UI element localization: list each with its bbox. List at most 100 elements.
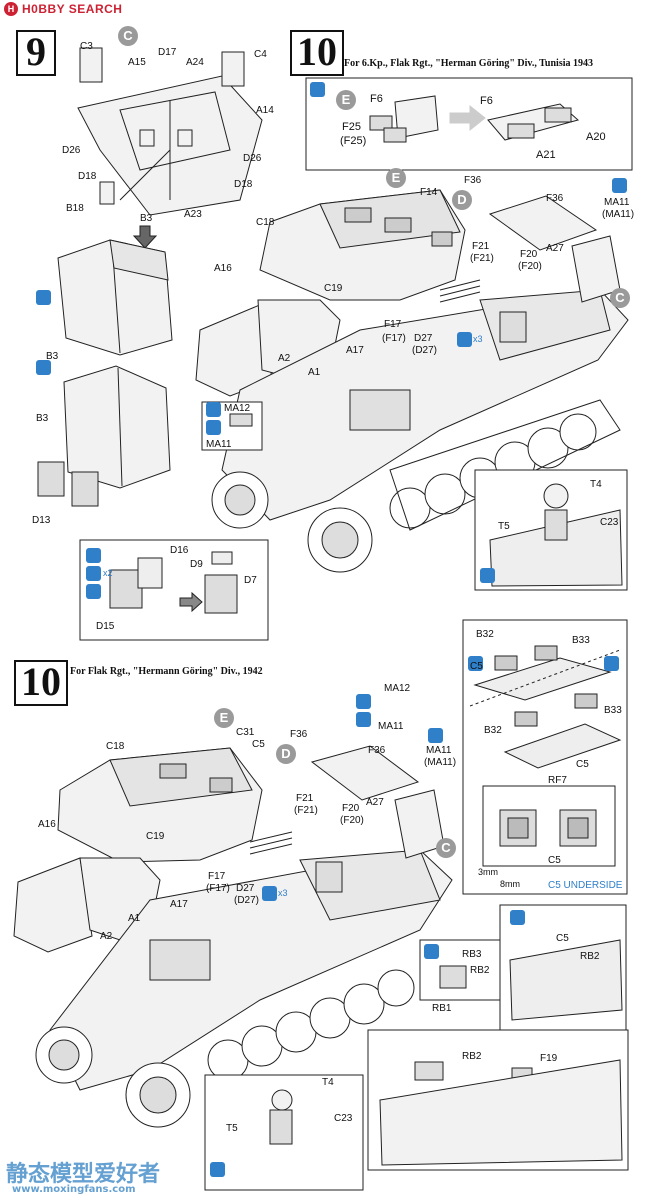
part-f6-a: F6 bbox=[370, 93, 383, 105]
part-c5-panel-c: C5 bbox=[548, 855, 561, 866]
part-c19-b: C19 bbox=[146, 831, 165, 842]
part-b32-b: B32 bbox=[484, 725, 502, 736]
glue-icon bbox=[36, 290, 51, 305]
count-x3-bot: x3 bbox=[278, 888, 288, 898]
count-x3-top: x3 bbox=[473, 334, 483, 344]
part-d18-b: D18 bbox=[234, 179, 253, 190]
logo-text: H0BBY SEARCH bbox=[22, 2, 123, 16]
repeat-icon-top bbox=[457, 332, 472, 347]
part-rb2-b: RB2 bbox=[580, 951, 600, 962]
part-a15: A15 bbox=[128, 57, 146, 68]
part-b3-a: B3 bbox=[140, 213, 153, 224]
part-f20-b-alt: (F20) bbox=[340, 815, 364, 826]
part-d15: D15 bbox=[96, 621, 115, 632]
part-f19: F19 bbox=[540, 1053, 558, 1064]
part-d16: D16 bbox=[170, 545, 189, 556]
step-10a-note: For 6.Kp., Flak Rgt., "Herman Göring" Di… bbox=[344, 58, 594, 69]
watermark-name: 静态模型爱好者 bbox=[6, 1162, 161, 1187]
part-ma11-b: MA11 bbox=[604, 197, 630, 208]
drill-icon-ma-bot bbox=[356, 712, 371, 727]
part-d17: D17 bbox=[158, 47, 177, 58]
part-a21: A21 bbox=[536, 149, 556, 161]
t4-inset-top bbox=[474, 469, 628, 591]
part-a23: A23 bbox=[184, 209, 202, 220]
part-a27: A27 bbox=[546, 243, 564, 254]
part-f17-b-alt: (F17) bbox=[206, 883, 230, 894]
part-a17-b: A17 bbox=[170, 899, 188, 910]
step9-hull-plates bbox=[77, 47, 263, 216]
drill-icon-top bbox=[612, 178, 627, 193]
shield-icon-2 bbox=[86, 584, 101, 599]
part-c5-rb: C5 bbox=[556, 933, 569, 944]
part-b3-b: B3 bbox=[46, 351, 59, 362]
part-d18-a: D18 bbox=[78, 171, 97, 182]
part-d27-b-alt: (D27) bbox=[234, 895, 260, 906]
count-x2: x2 bbox=[103, 568, 113, 578]
part-f21-alt: (F21) bbox=[470, 253, 494, 264]
part-tree-c-badge: C bbox=[118, 26, 138, 46]
part-tree-e-badge: E bbox=[386, 168, 406, 188]
part-ma11: MA11 bbox=[206, 439, 232, 450]
logo-icon: H bbox=[4, 2, 18, 16]
part-a20: A20 bbox=[586, 131, 606, 143]
part-c18-b: C18 bbox=[106, 741, 125, 752]
glue-icon-inset-e bbox=[310, 82, 325, 97]
part-tree-e-badge-inset: E bbox=[336, 90, 356, 110]
part-d26-a: D26 bbox=[62, 145, 81, 156]
drill-icon-bot bbox=[428, 728, 443, 743]
part-rb2-a: RB2 bbox=[470, 965, 490, 976]
step-10a-number: 10 bbox=[290, 30, 344, 76]
part-ma11-b-alt: (MA11) bbox=[602, 209, 635, 220]
part-a16-b: A16 bbox=[38, 819, 56, 830]
part-f14: F14 bbox=[420, 187, 438, 198]
part-b33-b: B33 bbox=[604, 705, 622, 716]
part-f36-a: F36 bbox=[464, 175, 482, 186]
shield-icon-c5-b bbox=[604, 656, 619, 671]
part-f20-alt: (F20) bbox=[518, 261, 542, 272]
c5-panel-box bbox=[462, 619, 628, 895]
part-t5-b: T5 bbox=[226, 1123, 238, 1134]
rb-insets bbox=[204, 904, 629, 1191]
part-a14: A14 bbox=[256, 105, 274, 116]
part-ma12-b: MA12 bbox=[384, 683, 411, 694]
part-d27-b: D27 bbox=[236, 883, 255, 894]
repeat-icon bbox=[86, 566, 101, 581]
part-ma12: MA12 bbox=[224, 403, 251, 414]
hull-bottom bbox=[13, 745, 453, 1091]
part-rb2-c: RB2 bbox=[462, 1051, 482, 1062]
part-t4-b: T4 bbox=[322, 1077, 334, 1088]
dim-8mm: 8mm bbox=[500, 879, 520, 889]
part-f21: F21 bbox=[472, 241, 490, 252]
part-a24: A24 bbox=[186, 57, 204, 68]
part-f36-c: F36 bbox=[290, 729, 308, 740]
step9-b3-plate-a bbox=[57, 239, 173, 356]
part-d13: D13 bbox=[32, 515, 51, 526]
part-rb3: RB3 bbox=[462, 949, 482, 960]
part-c18: C18 bbox=[256, 217, 275, 228]
part-f25-alt: (F25) bbox=[340, 135, 367, 147]
c5-underside-caption: C5 UNDERSIDE bbox=[548, 880, 623, 891]
glue-icon-t4-bot bbox=[210, 1162, 225, 1177]
hull-top bbox=[195, 189, 629, 521]
part-t5: T5 bbox=[498, 521, 510, 532]
part-c5-panel-b: C5 bbox=[576, 759, 589, 770]
part-c31: C31 bbox=[236, 727, 255, 738]
part-c23: C23 bbox=[600, 517, 619, 528]
part-c4: C4 bbox=[254, 49, 267, 60]
part-rf7: RF7 bbox=[548, 775, 567, 786]
part-f20: F20 bbox=[520, 249, 538, 260]
part-d27: D27 bbox=[414, 333, 433, 344]
part-f21-b-alt: (F21) bbox=[294, 805, 318, 816]
part-d9: D9 bbox=[190, 559, 203, 570]
part-ma11-d-alt: (MA11) bbox=[424, 757, 457, 768]
part-f17-alt: (F17) bbox=[382, 333, 406, 344]
part-f6-b: F6 bbox=[480, 95, 493, 107]
part-d7: D7 bbox=[244, 575, 257, 586]
part-rb1: RB1 bbox=[432, 1003, 452, 1014]
drill-icon-ma bbox=[206, 420, 221, 435]
step-10b-note: For Flak Rgt., "Hermann Göring" Div., 19… bbox=[70, 666, 263, 677]
step9-jerry-inset bbox=[79, 539, 269, 641]
part-tree-c-badge-top: C bbox=[610, 288, 630, 308]
